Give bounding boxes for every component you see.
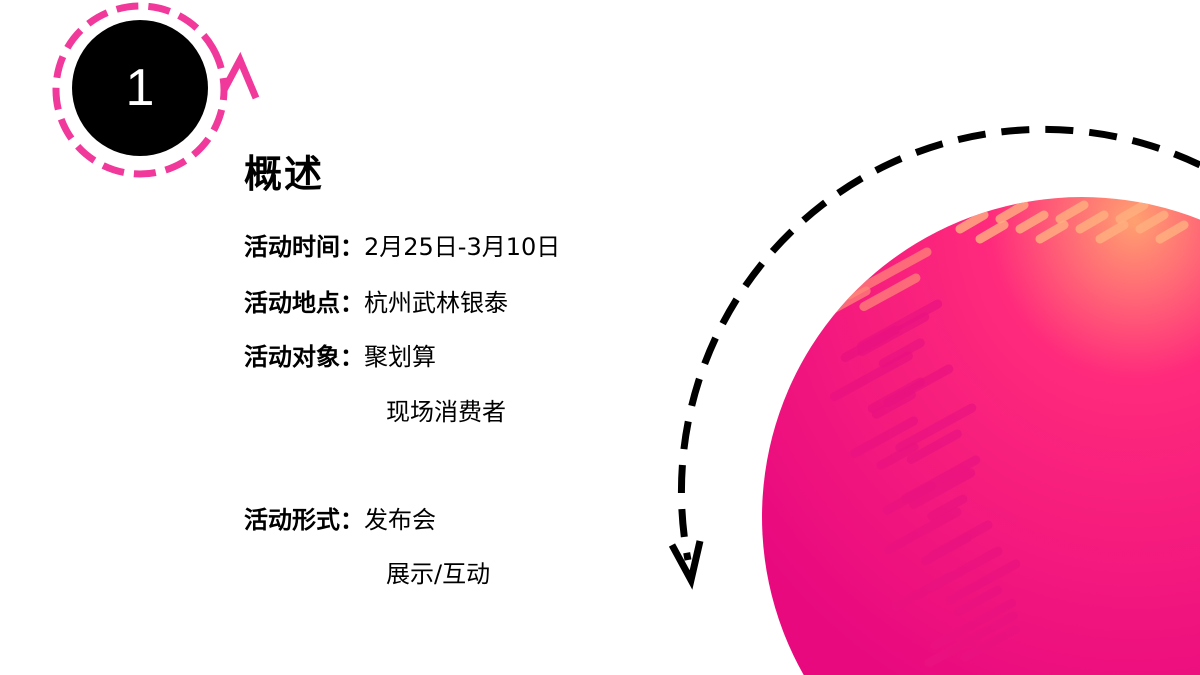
dashed-ring (52, 2, 228, 178)
detail-label: 活动时间： (244, 233, 364, 261)
sphere-stripe (829, 351, 913, 402)
detail-value: 杭州武林银泰 (364, 289, 508, 317)
sphere-stripe (1015, 210, 1049, 234)
sphere-stripe (1115, 200, 1149, 224)
sphere-stripe (850, 416, 919, 458)
detail-time: 活动时间：2月25日-3月10日 (244, 227, 560, 262)
sphere-stripe (871, 390, 916, 419)
sphere-stripe (844, 247, 932, 300)
sphere-stripe (828, 234, 879, 267)
sphere-stripe (924, 637, 972, 668)
sphere-stripe (859, 273, 921, 312)
sphere-stripe (920, 533, 972, 566)
sphere-stripe (1155, 220, 1189, 244)
arrow-down-icon (668, 540, 704, 590)
pink-sphere (762, 197, 1200, 675)
arrow-up-icon (220, 51, 260, 100)
detail-label: 活动对象： (244, 343, 364, 371)
sphere-stripe (975, 220, 1009, 244)
sphere-stripe (837, 208, 914, 255)
sphere-stripe (927, 494, 968, 521)
dashed-arc-large (677, 125, 1200, 561)
sphere-stripe (995, 200, 1029, 224)
sphere-stripe (814, 221, 878, 261)
sphere-stripe (840, 325, 900, 362)
detail-value: 聚划算 (364, 343, 436, 371)
sphere-stripe (882, 481, 936, 515)
detail-format: 活动形式：发布会 (244, 500, 436, 535)
sphere-stripe (945, 559, 1021, 605)
sphere-stripe (1095, 220, 1129, 244)
sphere-stripe (935, 200, 969, 224)
step-number-badge: 1 (72, 20, 208, 156)
detail-value: 现场消费者 (386, 398, 506, 426)
page-title: 概述 (244, 152, 325, 196)
sphere-stripe (909, 468, 976, 509)
sphere-stripe (930, 598, 1017, 650)
sphere-stripe (1035, 220, 1069, 244)
sphere-stripe (906, 429, 962, 464)
sphere-stripe (1075, 210, 1109, 234)
sphere-stripe (955, 210, 989, 234)
detail-value: 展示/互动 (386, 560, 491, 588)
detail-value: 发布会 (364, 506, 436, 534)
detail-audience: 活动对象：聚划算 (244, 337, 436, 372)
detail-label: 活动地点： (244, 289, 364, 317)
sphere-stripe (960, 624, 1021, 662)
sphere-stripe (1055, 200, 1089, 224)
sphere-stripe (876, 442, 919, 470)
detail-location: 活动地点：杭州武林银泰 (244, 283, 508, 318)
sphere-stripe (867, 377, 925, 413)
sphere-stripe (953, 585, 1003, 617)
detail-label: 活动形式： (244, 506, 364, 534)
sphere-stripe (891, 572, 954, 611)
detail-value: 2月25日-3月10日 (364, 233, 561, 261)
sphere-stripe (884, 507, 962, 554)
sphere-stripe (1135, 210, 1169, 234)
sphere-stripe (878, 338, 925, 368)
sphere-stripe (895, 403, 977, 453)
